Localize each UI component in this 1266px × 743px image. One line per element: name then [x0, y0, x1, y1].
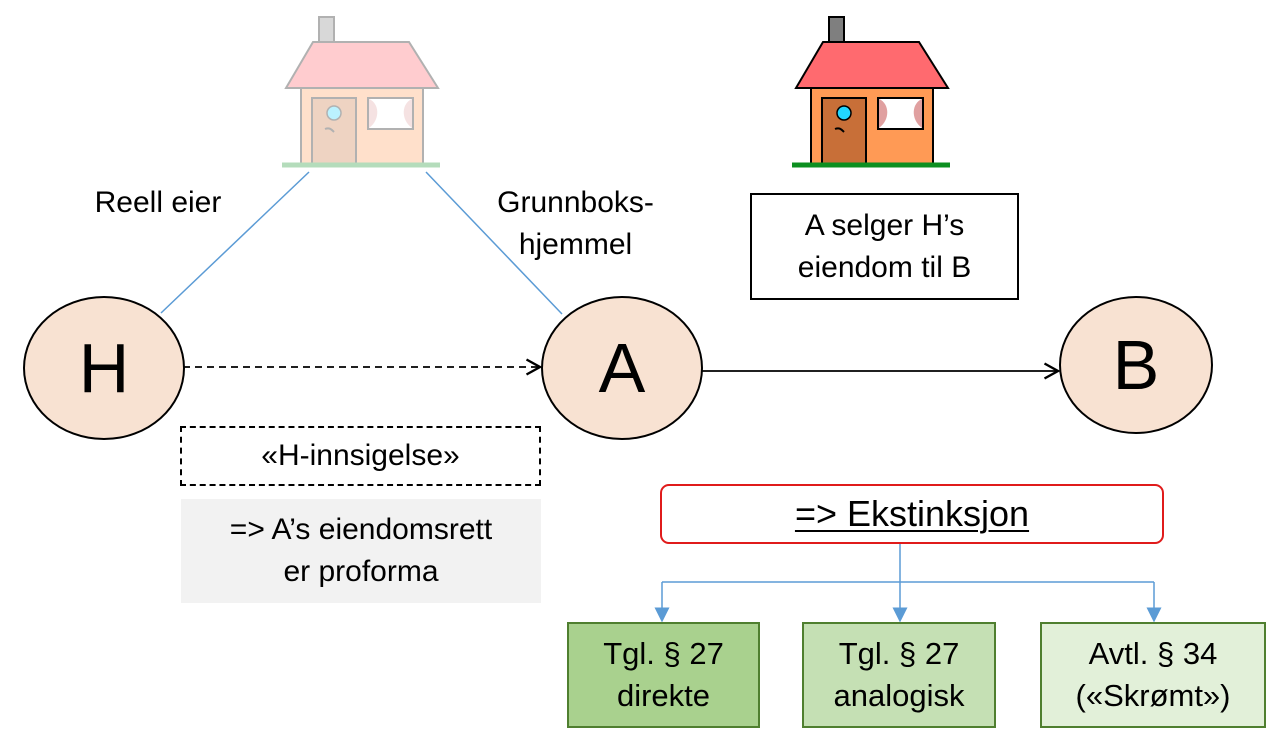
proforma-consequence-line: er proforma	[283, 555, 439, 588]
node-b: B	[1059, 296, 1213, 434]
node-h: H	[23, 296, 185, 440]
direct-basis-box: Tgl. § 27 direkte	[567, 622, 760, 728]
land-registry-title-line: Grunnboks-	[497, 186, 654, 219]
direct-basis-line: Tgl. § 27	[603, 636, 724, 671]
land-registry-title-label: Grunnboks- hjemmel	[478, 182, 673, 266]
proforma-consequence-box: => A’s eiendomsrett er proforma	[181, 499, 541, 603]
node-a: A	[541, 296, 703, 440]
contract-act-basis-line: Avtl. § 34	[1088, 636, 1218, 671]
contract-act-basis-box: Avtl. § 34 («Skrømt»)	[1040, 622, 1266, 728]
contract-act-basis-line: («Skrømt»)	[1075, 678, 1231, 713]
house-icon	[282, 16, 440, 168]
sale-note-line: A selger H’s	[804, 208, 965, 242]
house-icon	[792, 16, 950, 168]
objection-box: «H-innsigelse»	[180, 426, 541, 486]
direct-basis-line: direkte	[616, 678, 711, 713]
proforma-consequence-line: => A’s eiendomsrett	[229, 513, 493, 546]
analog-basis-box: Tgl. § 27 analogisk	[802, 622, 996, 728]
house-to-a-connector	[425, 171, 563, 315]
analog-basis-line: Tgl. § 27	[838, 636, 960, 671]
sale-note-line: eiendom til B	[797, 250, 972, 284]
sale-note-box: A selger H’s eiendom til B	[750, 193, 1019, 300]
land-registry-title-line: hjemmel	[518, 228, 633, 261]
analog-basis-line: analogisk	[833, 678, 965, 713]
real-owner-label: Reell eier	[94, 186, 222, 219]
extinction-box: => Ekstinksjon	[660, 484, 1164, 544]
house-to-h-connector	[160, 171, 310, 314]
